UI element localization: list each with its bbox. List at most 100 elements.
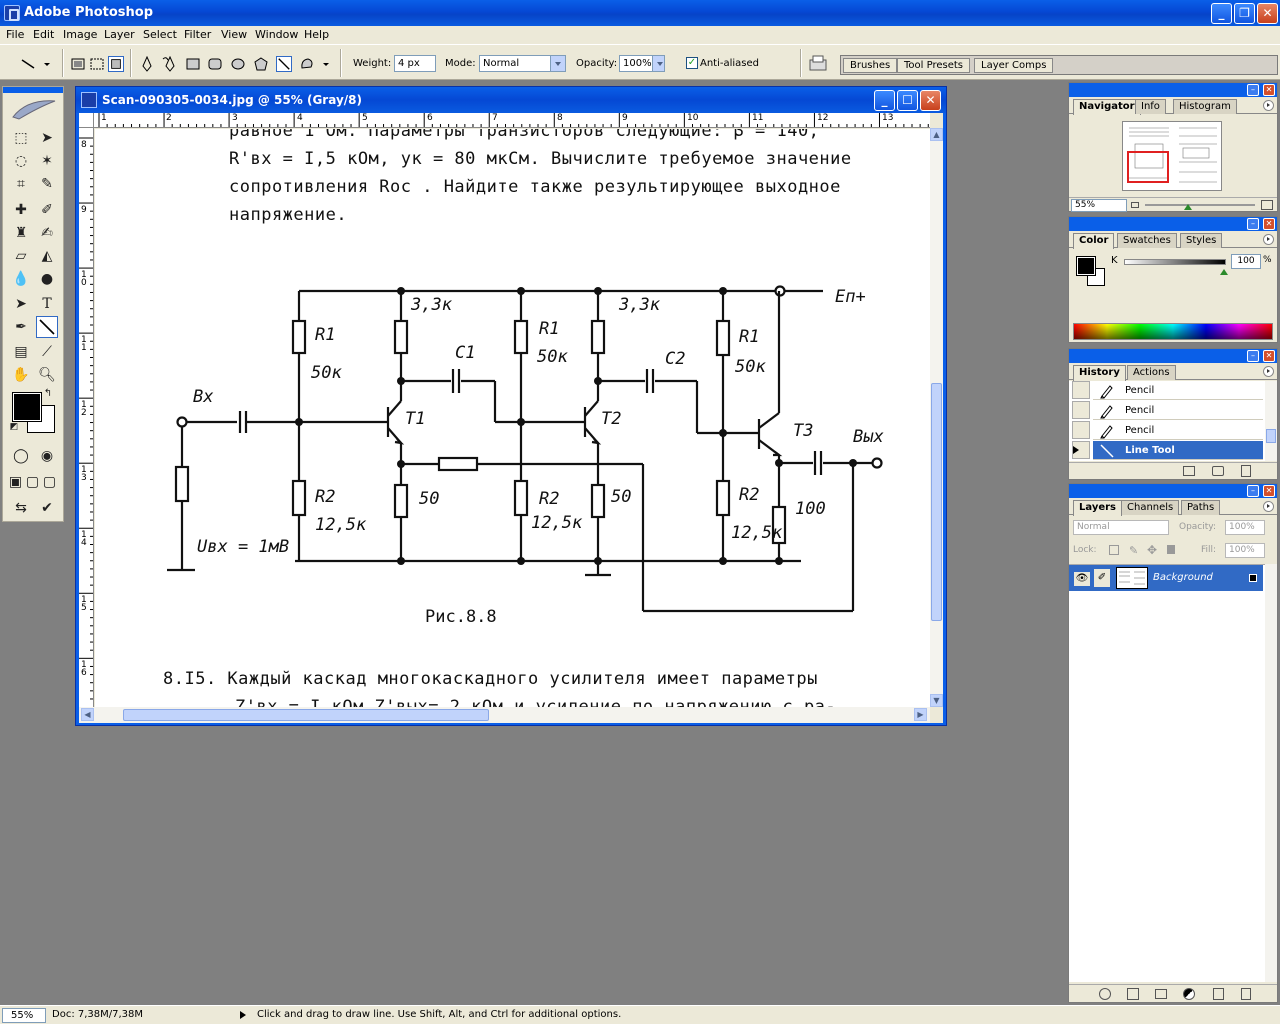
ellipse-tool-icon[interactable] — [230, 56, 246, 72]
brush-tool-icon[interactable]: ✐ — [41, 202, 53, 218]
lock-transparency-icon[interactable] — [1109, 545, 1119, 555]
zoom-in-icon[interactable] — [1261, 200, 1273, 210]
magic-wand-icon[interactable]: ✶ — [41, 153, 53, 169]
menu-filter[interactable]: Filter — [184, 28, 212, 41]
menu-help[interactable]: Help — [304, 28, 330, 41]
adjustment-layer-icon[interactable] — [1183, 988, 1195, 1000]
palette-minimize-button[interactable]: – — [1247, 218, 1259, 230]
palette-minimize-button[interactable]: – — [1247, 350, 1259, 362]
file-browser-icon[interactable] — [808, 54, 828, 72]
healing-brush-icon[interactable]: ✚ — [15, 202, 27, 218]
line-tool-icon[interactable] — [276, 56, 292, 72]
crop-tool-icon[interactable]: ⌗ — [17, 176, 25, 192]
foreground-color-swatch[interactable] — [12, 392, 42, 422]
tab-swatches[interactable]: Swatches — [1117, 233, 1177, 248]
menu-view[interactable]: View — [221, 28, 248, 41]
swap-colors-icon[interactable]: ↰ — [43, 388, 53, 399]
k-slider-handle[interactable] — [1220, 265, 1228, 275]
antialias-checkbox[interactable]: ✓ — [686, 57, 698, 69]
new-group-icon[interactable] — [1155, 989, 1167, 999]
pen-tool-icon[interactable]: ✒ — [15, 319, 27, 335]
vertical-ruler[interactable]: 8 9 1 0 1 1 1 2 1 3 1 4 1 5 1 6 — [79, 128, 94, 707]
lasso-tool-icon[interactable]: ◌ — [14, 153, 28, 169]
rectangle-tool-icon[interactable] — [185, 56, 201, 72]
delete-state-icon[interactable] — [1241, 465, 1251, 477]
move-tool-icon[interactable]: ➤ — [41, 130, 53, 146]
eyedropper-tool-icon[interactable]: ⟋ — [42, 344, 52, 360]
doc-maximize-button[interactable]: ☐ — [897, 90, 918, 111]
marquee-tool-icon[interactable]: ⬚ — [14, 130, 28, 146]
path-selection-icon[interactable]: ➤ — [15, 296, 27, 312]
palette-close-button[interactable]: ✕ — [1263, 350, 1275, 362]
status-zoom-input[interactable]: 55% — [2, 1008, 46, 1023]
tab-history[interactable]: History — [1073, 365, 1126, 381]
navigator-zoom-input[interactable]: 55% — [1071, 199, 1127, 212]
layer-mask-icon[interactable] — [1127, 988, 1139, 1000]
history-source-checkbox[interactable] — [1072, 421, 1090, 439]
horizontal-scrollbar[interactable]: ◀ ▶ — [79, 707, 930, 723]
palette-titlebar[interactable]: – ✕ — [1069, 349, 1277, 363]
document-titlebar[interactable]: Scan-090305-0034.jpg @ 55% (Gray/8) _ ☐ … — [76, 87, 946, 113]
default-colors-icon[interactable]: ◩ — [9, 422, 19, 432]
history-brush-icon[interactable]: ✍ — [41, 225, 53, 241]
tab-styles[interactable]: Styles — [1180, 233, 1223, 248]
layer-style-icon[interactable] — [1099, 988, 1111, 1000]
delete-layer-icon[interactable] — [1241, 988, 1251, 1000]
freeform-pen-icon[interactable] — [162, 56, 178, 72]
palette-titlebar[interactable]: – ✕ — [1069, 217, 1277, 231]
palette-titlebar[interactable]: – ✕ — [1069, 484, 1277, 498]
eraser-tool-icon[interactable]: ▱ — [15, 248, 27, 264]
restore-button[interactable]: ❐ — [1234, 3, 1255, 24]
weight-input[interactable]: 4 px — [394, 55, 436, 72]
rounded-rectangle-icon[interactable] — [207, 56, 223, 72]
scroll-down-icon[interactable]: ▼ — [930, 694, 943, 707]
tab-layers[interactable]: Layers — [1073, 500, 1122, 516]
menu-image[interactable]: Image — [63, 28, 98, 41]
fill-input[interactable]: 100% — [1225, 543, 1265, 558]
history-scrollbar[interactable] — [1265, 381, 1277, 461]
zoom-tool-icon[interactable]: 🔍︎ — [38, 367, 56, 383]
history-source-checkbox[interactable] — [1072, 441, 1090, 459]
palette-menu-icon[interactable] — [1263, 234, 1274, 245]
palette-close-button[interactable]: ✕ — [1263, 84, 1275, 96]
new-document-from-state-icon[interactable] — [1183, 466, 1195, 476]
lock-all-icon[interactable] — [1167, 545, 1175, 554]
opacity-input[interactable]: 100% — [619, 55, 665, 72]
lock-paint-icon[interactable]: ✎ — [1129, 544, 1139, 557]
well-tab-tool-presets[interactable]: Tool Presets — [897, 58, 970, 73]
palette-titlebar[interactable]: – ✕ — [1069, 83, 1277, 97]
mode-select[interactable]: Normal — [479, 55, 566, 72]
palette-menu-icon[interactable] — [1263, 366, 1274, 377]
eye-visibility-icon[interactable]: 👁︎ — [1074, 572, 1090, 586]
quick-mask-icon[interactable]: ◉ — [40, 448, 54, 464]
menu-edit[interactable]: Edit — [33, 28, 55, 41]
palette-minimize-button[interactable]: – — [1247, 485, 1259, 497]
photoshop-icon[interactable] — [4, 5, 20, 21]
history-item[interactable]: Pencil — [1093, 421, 1263, 440]
palette-menu-icon[interactable] — [1263, 501, 1274, 512]
new-layer-icon[interactable] — [1213, 988, 1224, 1000]
tab-paths[interactable]: Paths — [1181, 500, 1221, 515]
history-source-checkbox[interactable] — [1072, 381, 1090, 399]
scroll-right-icon[interactable]: ▶ — [914, 708, 927, 721]
screen-mode-full-menu-icon[interactable]: ▢ — [25, 474, 40, 490]
paths-icon[interactable] — [89, 56, 105, 72]
zoom-slider-track[interactable] — [1145, 204, 1255, 206]
preset-dropdown-icon[interactable] — [42, 56, 52, 72]
polygon-tool-icon[interactable] — [253, 56, 269, 72]
tab-histogram[interactable]: Histogram — [1173, 99, 1237, 114]
tab-color[interactable]: Color — [1073, 233, 1115, 249]
slice-tool-icon[interactable]: ✎ — [41, 176, 53, 192]
feather-logo-icon[interactable] — [9, 97, 59, 121]
close-button[interactable]: ✕ — [1257, 3, 1278, 24]
color-fg-swatch[interactable] — [1076, 256, 1096, 276]
lock-move-icon[interactable]: ✥ — [1147, 543, 1158, 557]
shape-options-dropdown-icon[interactable] — [321, 56, 331, 72]
brush-link-icon[interactable]: ✐ — [1094, 569, 1110, 587]
pen-tool-icon[interactable] — [139, 56, 155, 72]
notes-tool-icon[interactable]: ▤ — [14, 344, 28, 360]
zoom-slider-handle[interactable] — [1184, 200, 1192, 210]
line-tool-preset-icon[interactable] — [20, 56, 36, 72]
screen-mode-standard-icon[interactable]: ▣ — [8, 474, 23, 490]
doc-close-button[interactable]: ✕ — [920, 90, 941, 111]
